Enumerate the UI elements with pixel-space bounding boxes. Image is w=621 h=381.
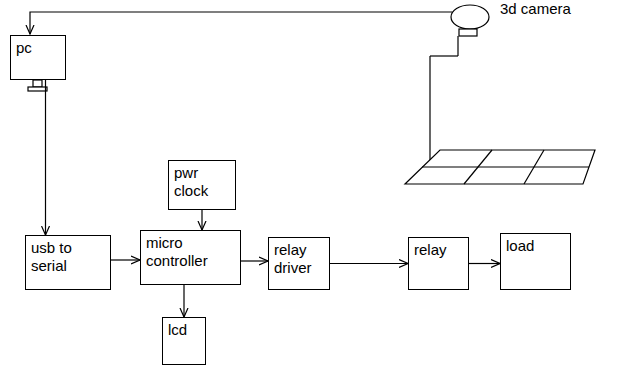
signal-arrow [45,80,46,235]
node-label: relay [414,241,463,259]
signal-arrow [241,260,268,261]
node-label: load [506,237,565,255]
camera-label: 3d camera [500,0,571,17]
load-box: load [500,233,571,290]
camera-arm [457,36,458,56]
grid-line [422,166,589,167]
grid-line [464,150,492,184]
camera-wire [30,12,452,34]
camera-base [459,29,477,36]
pc-box: pc [10,35,66,80]
relay-driver-box: relay driver [268,237,330,290]
microcontroller-box: micro controller [140,230,241,285]
signal-arrow [469,263,500,264]
signal-arrow [330,263,408,264]
grid-line [524,150,544,184]
camera-stand [429,56,430,168]
node-label: pc [16,39,60,57]
floor-grid [405,150,595,184]
usb-plug [28,87,47,91]
lcd-box: lcd [162,317,206,365]
signal-arrow [201,210,202,230]
signal-arrow [111,259,140,260]
camera-arm [430,55,458,56]
node-label: pwr clock [174,164,230,200]
node-label: usb to serial [31,239,105,275]
node-label: lcd [168,321,200,339]
relay-box: relay [408,237,469,290]
node-label: relay driver [274,241,324,277]
node-label: micro controller [146,234,235,270]
usb-serial-box: usb to serial [25,235,111,290]
power-clock-box: pwr clock [168,160,236,210]
camera-body [451,5,489,29]
signal-arrow [183,285,184,317]
usb-plug [33,80,42,87]
